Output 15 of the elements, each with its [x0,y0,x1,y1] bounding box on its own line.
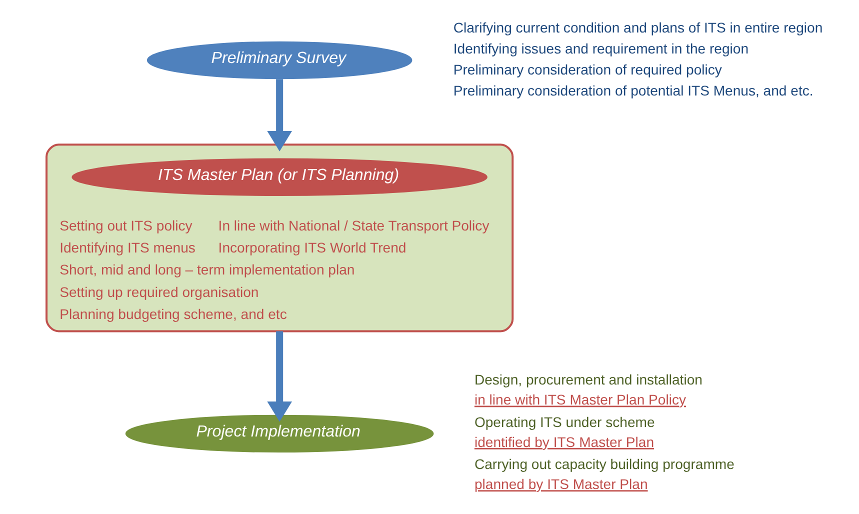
arrow [266,78,292,151]
node-label: identified by ITS Master Plan [474,433,654,450]
node-ellipse: Preliminary Survey [146,40,412,79]
arrow [266,330,292,422]
node-label: Operating ITS under scheme [474,413,654,430]
node-label: planned by ITS Master Plan [474,476,648,492]
node-ellipse: Project Implementation [124,414,434,452]
node-label: Clarifying current condition and plans of ITS in entire region [452,18,822,35]
node-label: Preliminary consideration of potential ITS Menus, and etc. [452,82,813,98]
node-label: Preliminary consideration of required policy [452,60,722,77]
node-label: Design, procurement and installation [474,371,702,388]
node-label: Identifying issues and requirement in the region [452,40,748,56]
node-ellipse: ITS Master Plan (or ITS Planning) [71,158,487,196]
node-label: Carrying out capacity building programme [474,456,734,472]
node-label: in line with ITS Master Plan Policy [474,391,686,408]
